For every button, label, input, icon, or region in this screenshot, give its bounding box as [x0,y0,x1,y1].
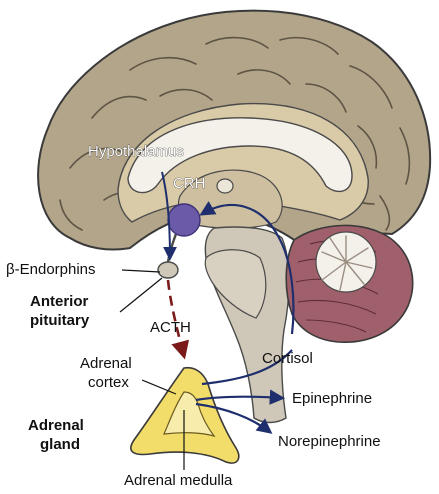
adrenal-cortex-label-line1: Adrenal [80,355,132,372]
cerebral-sulci [59,36,411,231]
pituitary-label: pituitary [30,312,90,329]
adrenal-medulla-shape [163,391,216,438]
cortisol-arrow [201,349,293,386]
cortisol-label: Cortisol [262,350,313,367]
adrenal-medulla-label: Adrenal medulla [124,472,233,489]
hypothalamus-node [167,203,201,237]
epinephrine-arrow [195,389,286,405]
adrenal-gland-label-line2: gland [40,436,80,453]
acth-label: ACTH [150,319,191,336]
crh-arrow [199,201,295,335]
leader-lines [119,269,185,470]
interthalamic-adhesion [216,178,234,194]
hypothalamus-label: Hypothalamus [88,143,184,160]
epinephrine-label: Epinephrine [292,390,372,407]
arbor-vitae-branches [321,235,373,291]
pons [204,249,267,319]
norepinephrine-label: Norepinephrine [278,433,381,450]
adrenal-gland-label-line1: Adrenal [28,417,84,434]
anterior-label: Anterior [30,293,89,310]
pituitary-gland [157,261,179,279]
hypothalamus-to-pituitary-arrow [161,171,177,261]
beta-endorphins-label: β-Endorphins [6,261,96,278]
corpus-callosum [127,117,353,194]
norepinephrine-arrow [195,402,273,434]
acth-arrow [166,279,190,360]
crh-label: CRH [173,175,206,192]
adrenal-cortex-label-line2: cortex [88,374,129,391]
